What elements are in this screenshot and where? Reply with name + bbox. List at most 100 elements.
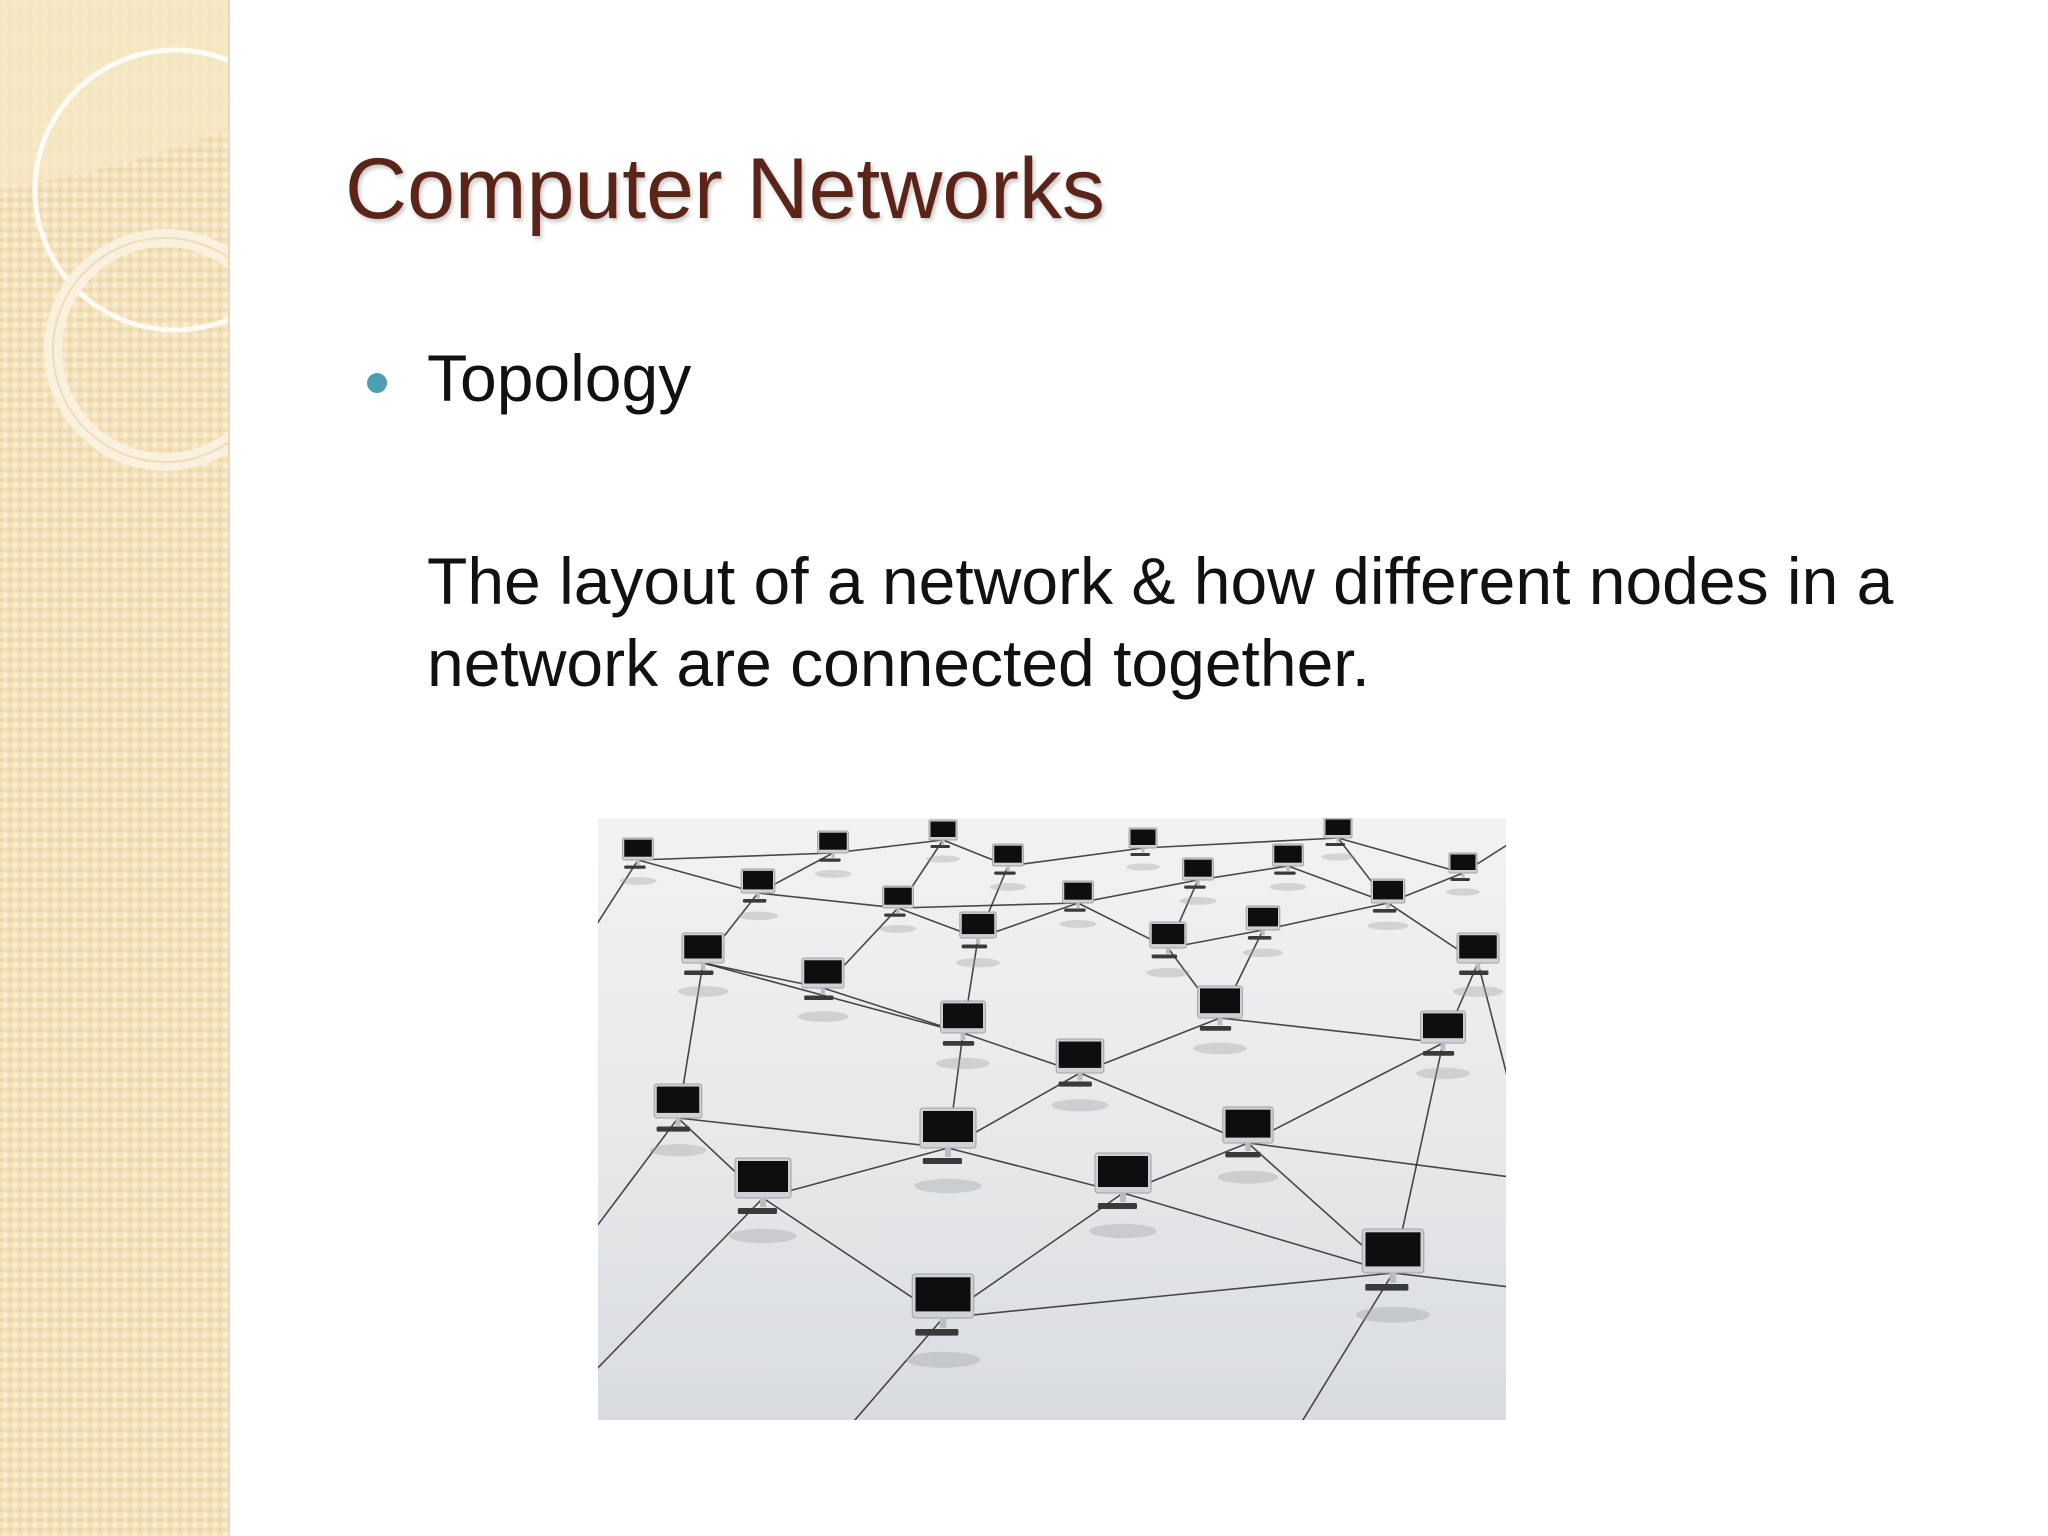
computer-keyboard: [1199, 1026, 1232, 1031]
computer-shadow: [619, 876, 657, 885]
computer-keyboard: [884, 913, 906, 917]
computer-stand: [960, 1033, 966, 1041]
computer-shadow: [814, 869, 852, 878]
computer-screen: [1365, 1232, 1421, 1267]
computer-stand: [675, 1118, 681, 1126]
computer-shadow: [1446, 888, 1480, 896]
computer-screen: [884, 887, 912, 905]
network-cable: [1301, 1272, 1394, 1420]
computer-screen: [1184, 859, 1212, 877]
computer-screen: [1248, 907, 1278, 927]
computer-stand: [1077, 1073, 1083, 1081]
computer-screen: [1325, 819, 1351, 835]
network-cable: [1337, 837, 1464, 874]
computer-stand: [820, 988, 826, 995]
computer-keyboard: [1372, 909, 1397, 913]
computer-screen: [930, 821, 956, 837]
network-cable: [762, 1147, 949, 1199]
computer-screen: [1274, 845, 1302, 863]
network-cable: [598, 1117, 679, 1226]
computer-keyboard: [624, 865, 646, 869]
computer-screen: [1130, 829, 1156, 845]
computer-keyboard: [742, 899, 767, 903]
computer-keyboard: [1225, 1152, 1261, 1158]
network-cable: [598, 859, 639, 924]
network-cable: [1079, 1072, 1249, 1144]
computer-stand: [1389, 1273, 1397, 1283]
computer-shadow: [729, 1228, 797, 1244]
computer-screen: [1098, 1156, 1148, 1187]
network-cable: [757, 892, 899, 909]
computer-screen: [994, 845, 1022, 863]
network-cable: [853, 1317, 944, 1420]
slide-title: Computer Networks: [345, 141, 1105, 237]
side-decoration-panel: [0, 0, 230, 1536]
computer-keyboard: [1247, 936, 1272, 940]
computer-screen: [1423, 1013, 1463, 1039]
computer-shadow: [1367, 921, 1409, 931]
computer-keyboard: [1422, 1051, 1455, 1056]
computer-shadow: [1217, 1170, 1279, 1184]
computer-keyboard: [1064, 908, 1086, 912]
computer-stand: [760, 1198, 766, 1207]
bullet-topology: Topology: [427, 341, 692, 415]
network-cable: [1219, 1017, 1444, 1044]
computer-screen: [915, 1277, 971, 1312]
network-cable: [1142, 837, 1339, 849]
computer-stand: [756, 893, 760, 899]
computer-keyboard: [737, 1208, 777, 1214]
network-cable: [1077, 879, 1199, 904]
computer-keyboard: [942, 1041, 975, 1046]
computer-shadow: [677, 986, 729, 997]
computer-stand: [1141, 848, 1145, 853]
computer-keyboard: [1184, 885, 1206, 889]
computer-keyboard: [1450, 878, 1470, 881]
computer-shadow: [1356, 1306, 1430, 1323]
computer-stand: [1461, 873, 1465, 878]
network-cable: [947, 1147, 1124, 1194]
network-cable: [942, 1272, 1394, 1319]
computer-screen: [743, 870, 773, 890]
computer-shadow: [936, 1057, 990, 1070]
network-illustration: [598, 818, 1506, 1420]
computer-shadow: [914, 1178, 982, 1194]
computer-keyboard: [930, 845, 950, 848]
computer-stand: [1475, 963, 1481, 970]
computer-stand: [945, 1148, 951, 1157]
network-cable: [832, 839, 944, 854]
computer-shadow: [1059, 919, 1097, 928]
computer-keyboard: [819, 858, 841, 862]
computer-shadow: [926, 855, 960, 863]
computer-stand: [941, 840, 945, 845]
computer-screen: [961, 913, 995, 935]
bullet-icon: [367, 373, 387, 393]
computer-stand: [939, 1318, 947, 1328]
network-cable: [677, 1117, 949, 1149]
computer-keyboard: [1459, 970, 1489, 975]
computer-shadow: [1089, 1223, 1157, 1239]
computer-keyboard: [1058, 1081, 1092, 1087]
computer-keyboard: [1274, 871, 1296, 875]
computer-keyboard: [684, 970, 714, 975]
computer-stand: [831, 853, 835, 858]
network-cable: [1007, 847, 1144, 867]
computer-screen: [923, 1111, 973, 1142]
network-cable: [1122, 1192, 1394, 1274]
computer-screen: [1200, 988, 1240, 1014]
computer-screen: [819, 832, 847, 850]
network-cable: [1247, 1142, 1506, 1178]
computer-screen: [1450, 854, 1476, 870]
computer-screen: [1064, 882, 1092, 900]
computer-shadow: [1193, 1042, 1247, 1055]
computer-shadow: [649, 1144, 707, 1157]
computer-shadow: [879, 924, 917, 933]
computer-screen: [656, 1086, 700, 1113]
computer-shadow: [956, 958, 1000, 968]
network-cable: [637, 859, 759, 894]
computer-stand: [1245, 1143, 1251, 1152]
computer-stand: [1196, 880, 1200, 885]
computer-screen: [738, 1161, 788, 1192]
computer-shadow: [1242, 948, 1284, 958]
computer-shadow: [1452, 986, 1504, 997]
computer-keyboard: [1151, 954, 1178, 959]
